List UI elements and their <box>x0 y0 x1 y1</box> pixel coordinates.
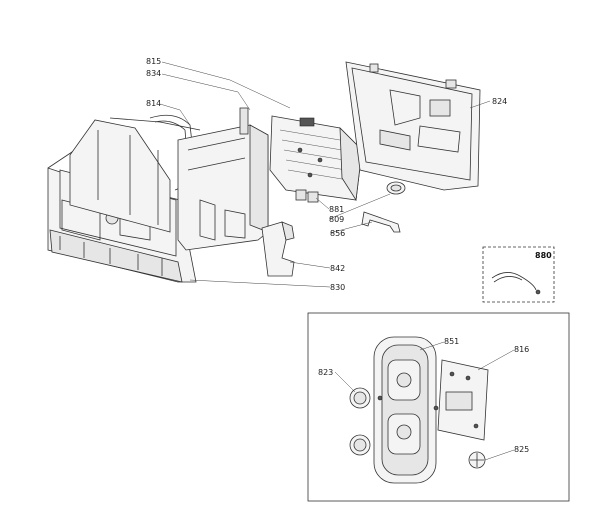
callout-851: 851 <box>444 337 459 346</box>
callout-880: 880 <box>535 251 552 260</box>
front-panel-851 <box>373 336 439 484</box>
connector-881 <box>295 189 319 203</box>
cable-kit-880 <box>482 246 555 303</box>
callout-834: 834 <box>146 69 161 78</box>
knob-825 <box>468 451 486 469</box>
frame-814 <box>69 114 201 233</box>
tank-834 <box>177 107 269 251</box>
callout-825: 825 <box>514 445 529 454</box>
callout-809: 809 <box>329 215 344 224</box>
callout-842: 842 <box>330 264 345 273</box>
knob-823 <box>349 387 371 456</box>
control-board-815 <box>269 115 363 202</box>
handle-856 <box>361 211 401 233</box>
callout-814: 814 <box>146 99 161 108</box>
callout-830: 830 <box>330 283 345 292</box>
callout-856: 856 <box>330 229 345 238</box>
leader-lines <box>159 61 515 461</box>
seal-ring-809 <box>386 181 406 195</box>
callout-815: 815 <box>146 57 161 66</box>
bracket-842 <box>261 221 295 277</box>
callout-824: 824 <box>492 97 507 106</box>
detail-box <box>307 312 570 502</box>
callout-881: 881 <box>329 205 344 214</box>
back-cover-824 <box>345 61 481 191</box>
display-board-816 <box>437 359 489 441</box>
callout-823: 823 <box>318 368 333 377</box>
callout-816: 816 <box>514 345 529 354</box>
